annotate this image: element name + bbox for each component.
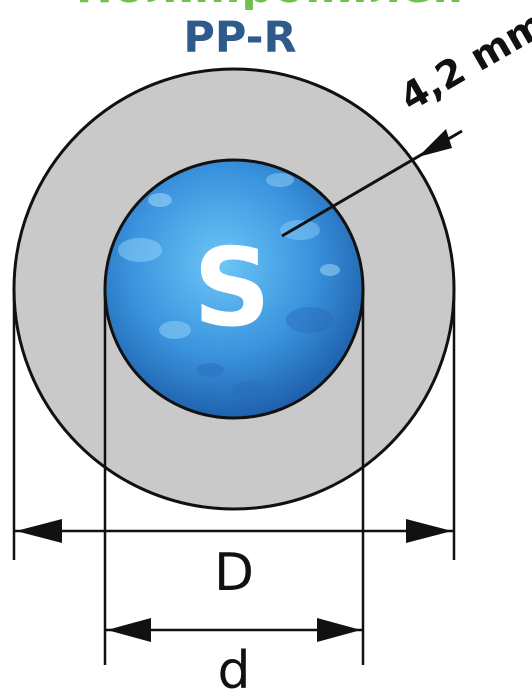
inner-diameter-arrow-right — [317, 618, 361, 642]
material-title: PP-R — [183, 13, 297, 63]
outer-diameter-arrow-right — [406, 519, 452, 543]
inner-diameter-label: d — [217, 641, 250, 693]
inner-diameter-arrow-left — [107, 618, 151, 642]
outer-diameter-arrow-left — [16, 519, 62, 543]
wall-thickness-arrowhead — [418, 129, 452, 157]
wall-thickness-label: 4,2 mm — [393, 2, 532, 120]
section-label: S — [193, 226, 271, 351]
top-banner-text: Полипропилен — [0, 0, 532, 10]
water-texture — [118, 173, 340, 399]
outer-diameter-label: D — [214, 543, 254, 603]
